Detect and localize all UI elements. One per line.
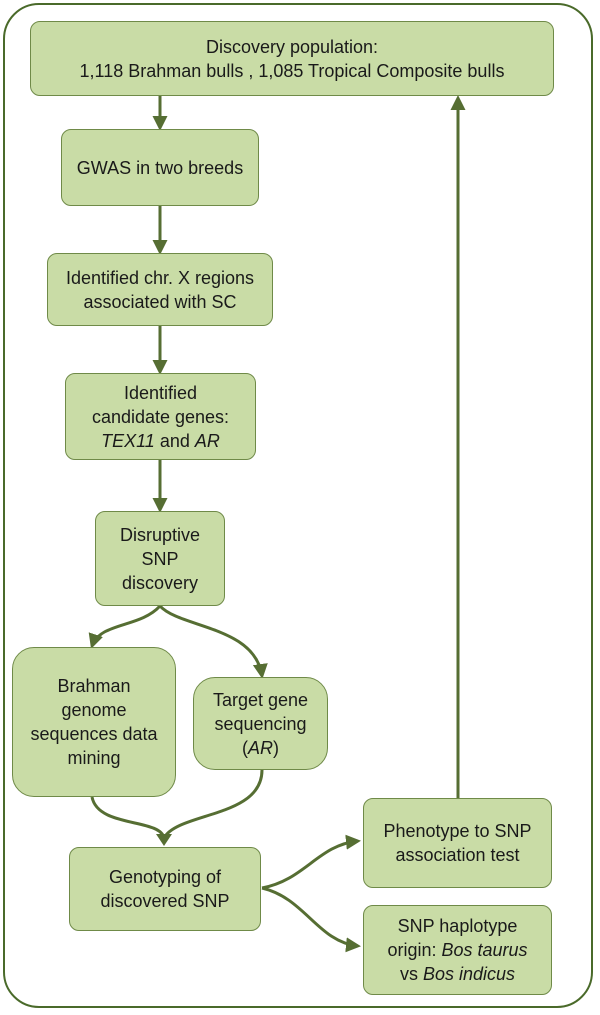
species-bos-taurus: Bos taurus [441, 940, 528, 960]
gwas-line1: GWAS in two breeds [76, 157, 244, 178]
brahman-genome-box: Brahman genome sequences data mining [12, 647, 176, 797]
haplotype-line3: vs Bos indicus [400, 962, 515, 986]
gene-tex11: TEX11 [101, 430, 155, 451]
discovery-line1: Discovery population: [205, 36, 379, 57]
gene-ar: AR [194, 430, 220, 451]
connector-target-merge [162, 769, 264, 839]
candidates-line3: TEX11 and AR [101, 429, 220, 453]
brahman-line1: Brahman [57, 676, 131, 696]
target-line1: Target gene [212, 689, 309, 710]
arrow-genotyping-to-haplotype [261, 886, 361, 953]
target-line2: sequencing [214, 713, 307, 734]
discovery-population-box: Discovery population: 1,118 Brahman bull… [30, 21, 554, 96]
candidates-line2: candidate genes: [91, 406, 230, 427]
identified-regions-box: Identified chr. X regions associated wit… [47, 253, 273, 326]
target-line3: (AR) [242, 736, 279, 760]
haplotype-vs-label: vs [399, 964, 423, 984]
phenotype-line2: association test [395, 845, 520, 865]
haplotype-origin-box: SNP haplotype origin: Bos taurus vs Bos … [363, 905, 552, 995]
candidates-line1: Identified [123, 382, 198, 403]
disruptive-line1: Disruptive [119, 524, 201, 545]
regions-line2: associated with SC [83, 291, 237, 312]
discovery-line2: 1,118 Brahman bulls , 1,085 Tropical Com… [79, 60, 505, 81]
haplotype-line1: SNP haplotype [397, 916, 518, 936]
brahman-line2: genome [61, 700, 127, 720]
arrow-disruptive-to-target [158, 604, 268, 679]
disruptive-line3: discovery [121, 572, 199, 593]
candidate-genes-box: Identified candidate genes: TEX11 and AR [65, 373, 256, 460]
connector-brahman-merge [90, 796, 166, 839]
target-gene-box: Target gene sequencing (AR) [193, 677, 328, 770]
phenotype-line1: Phenotype to SNP [383, 821, 532, 841]
haplotype-line2: origin: Bos taurus [387, 938, 527, 962]
merge-arrowhead [156, 834, 172, 846]
target-gene-ar: AR [247, 737, 273, 758]
arrow-disruptive-to-brahman [88, 604, 162, 649]
brahman-line4: mining [67, 748, 121, 768]
arrow-genotyping-to-phenotype [261, 834, 361, 890]
target-open-paren: ( [241, 737, 248, 758]
phenotype-association-box: Phenotype to SNP association test [363, 798, 552, 888]
genotyping-line1: Genotyping of [108, 867, 222, 887]
disruptive-snp-box: Disruptive SNP discovery [95, 511, 225, 606]
candidates-and: and [154, 430, 195, 451]
haplotype-origin-label: origin: [387, 940, 442, 960]
genotyping-box: Genotyping of discovered SNP [69, 847, 261, 931]
gwas-box: GWAS in two breeds [61, 129, 259, 206]
genotyping-line2: discovered SNP [100, 891, 230, 911]
target-close-paren: ) [273, 737, 279, 758]
species-bos-indicus: Bos indicus [422, 964, 516, 984]
brahman-line3: sequences data [30, 724, 158, 744]
disruptive-line2: SNP [141, 548, 179, 569]
regions-line1: Identified chr. X regions [65, 267, 255, 288]
outer-frame [3, 3, 593, 1008]
